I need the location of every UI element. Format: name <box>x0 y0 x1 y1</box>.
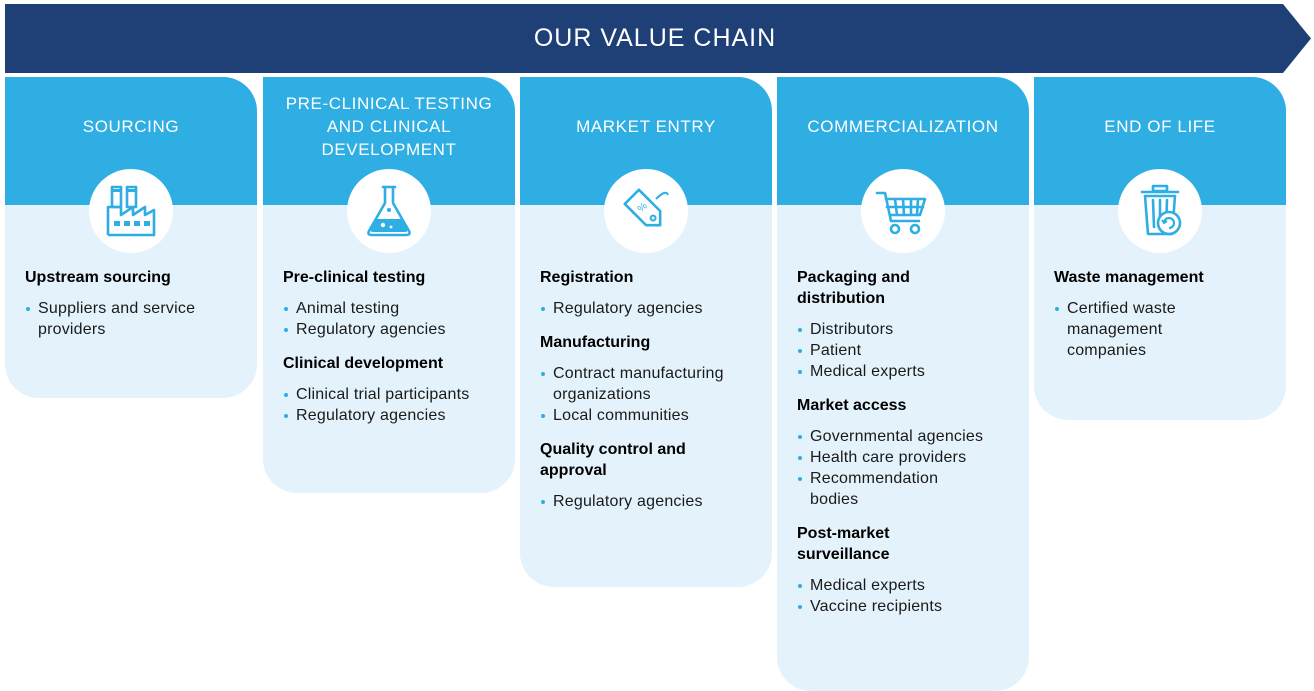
section-heading: Quality control and approval <box>540 441 686 479</box>
column-title: MARKET ENTRY <box>576 116 716 136</box>
price-tag-icon: % <box>623 188 669 227</box>
column-header: MARKET ENTRY % <box>520 77 772 253</box>
list-item: Distributors <box>797 319 1019 340</box>
column-title: COMMERCIALIZATION <box>807 116 999 136</box>
list-item: Health care providers <box>797 447 1019 468</box>
item-list: Clinical trial participants Regulatory a… <box>283 384 505 426</box>
section-heading: Registration <box>540 269 634 286</box>
icon-badge: % <box>604 169 688 253</box>
column-header: COMMERCIALIZATION <box>777 77 1029 253</box>
section-heading: Market access <box>797 397 907 414</box>
column-commercialization: COMMERCIALIZATION Packaging and distribu… <box>777 77 1029 691</box>
column-end-of-life: END OF LIFE Waste management Certified w… <box>1034 77 1286 420</box>
item-list: Contract manufacturing organizations Loc… <box>540 363 762 426</box>
column-header: PRE-CLINICAL TESTING AND CLINICAL DEVELO… <box>263 77 515 253</box>
list-item: Local communities <box>540 405 762 426</box>
item-list: Distributors Patient Medical experts <box>797 319 1019 382</box>
value-chain-banner: OUR VALUE CHAIN <box>5 4 1311 73</box>
list-item: Regulatory agencies <box>283 319 505 340</box>
list-item: Medical experts <box>797 361 1019 382</box>
list-item: Regulatory agencies <box>540 491 762 512</box>
list-item: Medical experts <box>797 575 1019 596</box>
section-heading: Packaging and distribution <box>797 269 910 307</box>
recycle-bin-icon <box>1140 184 1182 236</box>
list-item: Patient <box>797 340 1019 361</box>
item-list: Medical experts Vaccine recipients <box>797 575 1019 617</box>
section-heading: Waste management <box>1054 269 1204 286</box>
list-item: Regulatory agencies <box>540 298 762 319</box>
shopping-cart-icon <box>875 191 927 235</box>
column-title: SOURCING <box>82 116 180 136</box>
item-list: Certified waste management companies <box>1054 298 1276 361</box>
column-body: Packaging and distribution Distributors … <box>777 205 1029 691</box>
item-list: Regulatory agencies <box>540 491 762 512</box>
icon-badge <box>347 169 431 253</box>
column-header: END OF LIFE <box>1034 77 1286 253</box>
list-item: Clinical trial participants <box>283 384 505 405</box>
list-item: Governmental agencies <box>797 426 1019 447</box>
item-list: Suppliers and service providers <box>25 298 247 340</box>
banner-arrow-shape <box>5 4 1311 73</box>
icon-badge <box>89 169 173 253</box>
list-item: Recommendation bodies <box>797 468 970 510</box>
column-header: SOURCING <box>5 77 257 253</box>
column-body: Waste management Certified waste managem… <box>1034 205 1286 420</box>
section-heading: Manufacturing <box>540 334 651 351</box>
column-sourcing: SOURCING Upstream sourcing <box>5 77 257 398</box>
section-heading: Pre-clinical testing <box>283 269 426 286</box>
list-item: Animal testing <box>283 298 505 319</box>
flask-icon <box>367 185 411 237</box>
section-heading: Post-market surveillance <box>797 525 890 563</box>
list-item: Regulatory agencies <box>283 405 505 426</box>
section-heading: Upstream sourcing <box>25 269 171 286</box>
list-item: Vaccine recipients <box>797 596 1019 617</box>
list-item: Suppliers and service providers <box>25 298 247 340</box>
column-title: END OF LIFE <box>1104 116 1216 136</box>
list-item: Certified waste management companies <box>1054 298 1227 361</box>
item-list: Governmental agencies Health care provid… <box>797 426 1019 510</box>
column-title: PRE-CLINICAL TESTING AND CLINICAL DEVELO… <box>285 93 493 159</box>
item-list: Regulatory agencies <box>540 298 762 319</box>
icon-badge <box>1118 169 1202 253</box>
column-body: Pre-clinical testing Animal testing Regu… <box>263 205 515 493</box>
section-heading: Clinical development <box>283 355 444 372</box>
column-market-entry: MARKET ENTRY % Registration Regulatory a… <box>520 77 772 587</box>
item-list: Animal testing Regulatory agencies <box>283 298 505 340</box>
column-preclinical-clinical: PRE-CLINICAL TESTING AND CLINICAL DEVELO… <box>263 77 515 493</box>
factory-icon <box>106 185 156 237</box>
column-body: Registration Regulatory agencies Manufac… <box>520 205 772 587</box>
icon-badge <box>861 169 945 253</box>
list-item: Contract manufacturing organizations <box>540 363 762 405</box>
svg-text:%: % <box>636 201 650 215</box>
banner-title: OUR VALUE CHAIN <box>533 24 777 52</box>
